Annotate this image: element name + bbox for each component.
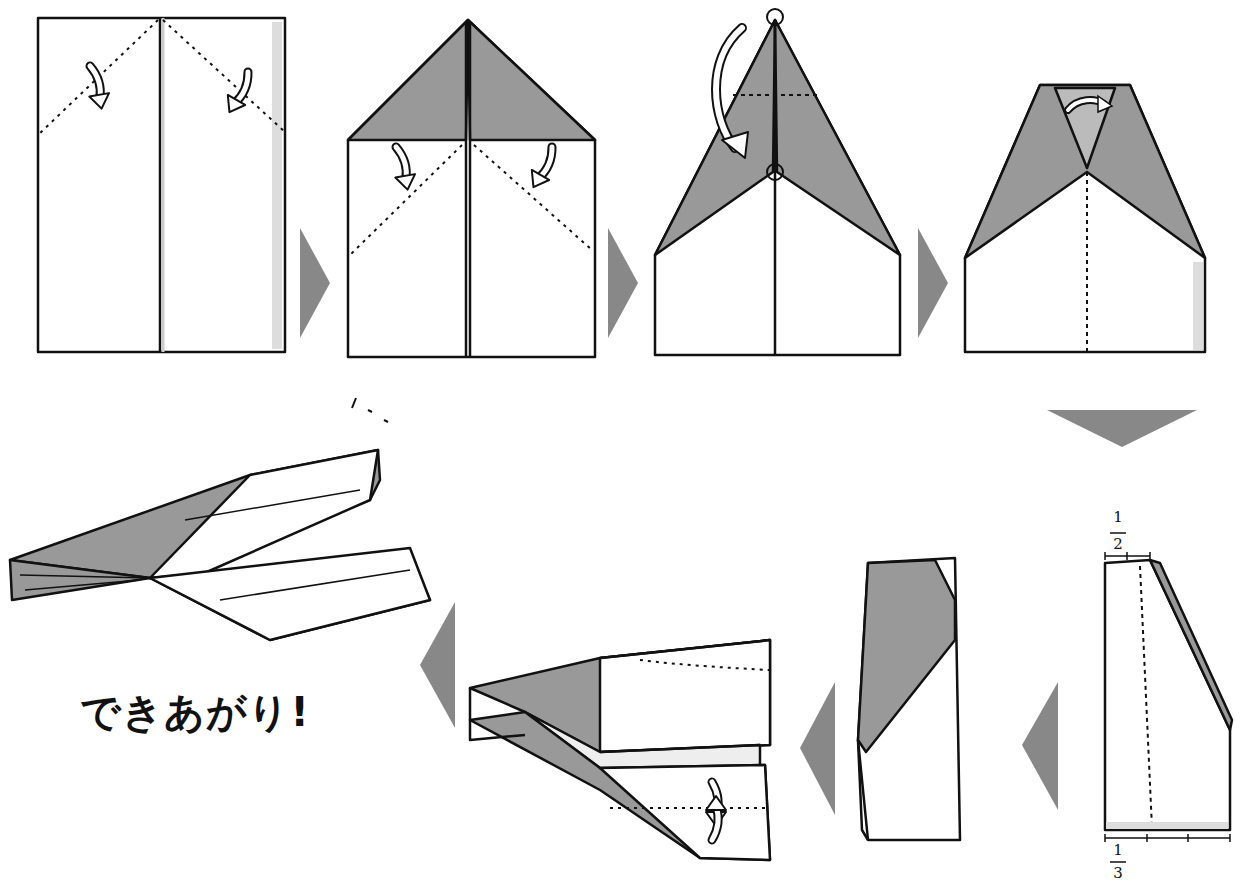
fraction-numerator: 1 — [1113, 510, 1123, 525]
fraction-denominator: 3 — [1113, 866, 1123, 881]
fraction-denominator: 2 — [1113, 537, 1123, 552]
fraction-numerator: 1 — [1113, 843, 1123, 858]
completion-text: できあがり! — [80, 692, 309, 732]
